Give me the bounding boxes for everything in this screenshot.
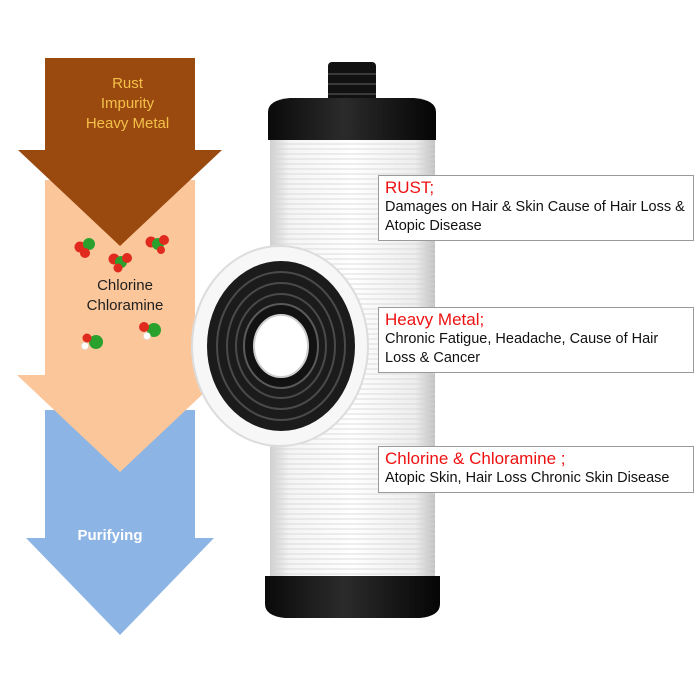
callout-description: Atopic Skin, Hair Loss Chronic Skin Dise… bbox=[385, 470, 670, 486]
rust-arrow bbox=[18, 58, 222, 246]
callout-title: Chlorine & Chloramine ; bbox=[385, 449, 566, 468]
purifying-arrow bbox=[26, 410, 214, 635]
label-chlorine: Chlorine bbox=[97, 277, 153, 294]
callout-chlorine-chloramine: Chlorine & Chloramine ; Atopic Skin, Hai… bbox=[378, 446, 694, 493]
label-chloramine: Chloramine bbox=[86, 297, 164, 314]
callout-title: RUST; bbox=[385, 178, 435, 197]
label-heavy-metal: Heavy Metal bbox=[85, 115, 170, 132]
purifying-label: Purifying bbox=[77, 527, 143, 544]
callout-description: Chronic Fatigue, Headache, Cause of Hair… bbox=[385, 331, 659, 366]
callout-title: Heavy Metal; bbox=[385, 310, 485, 329]
chlorine-arrow-label: Chlorine Chloramine bbox=[50, 276, 200, 316]
filter-cross-section bbox=[191, 245, 369, 447]
rust-arrow-label: Rust Impurity Heavy Metal bbox=[60, 74, 195, 134]
label-rust: Rust bbox=[112, 75, 143, 92]
callout-rust: RUST; Damages on Hair & Skin Cause of Ha… bbox=[378, 175, 694, 241]
callout-description: Damages on Hair & Skin Cause of Hair Los… bbox=[385, 199, 685, 234]
label-impurity: Impurity bbox=[100, 95, 155, 112]
chlorine-molecule-icon bbox=[74, 235, 169, 273]
chloramine-molecule-icon bbox=[81, 322, 161, 350]
chlorine-arrow bbox=[17, 180, 223, 472]
callout-heavy-metal: Heavy Metal; Chronic Fatigue, Headache, … bbox=[378, 307, 694, 373]
